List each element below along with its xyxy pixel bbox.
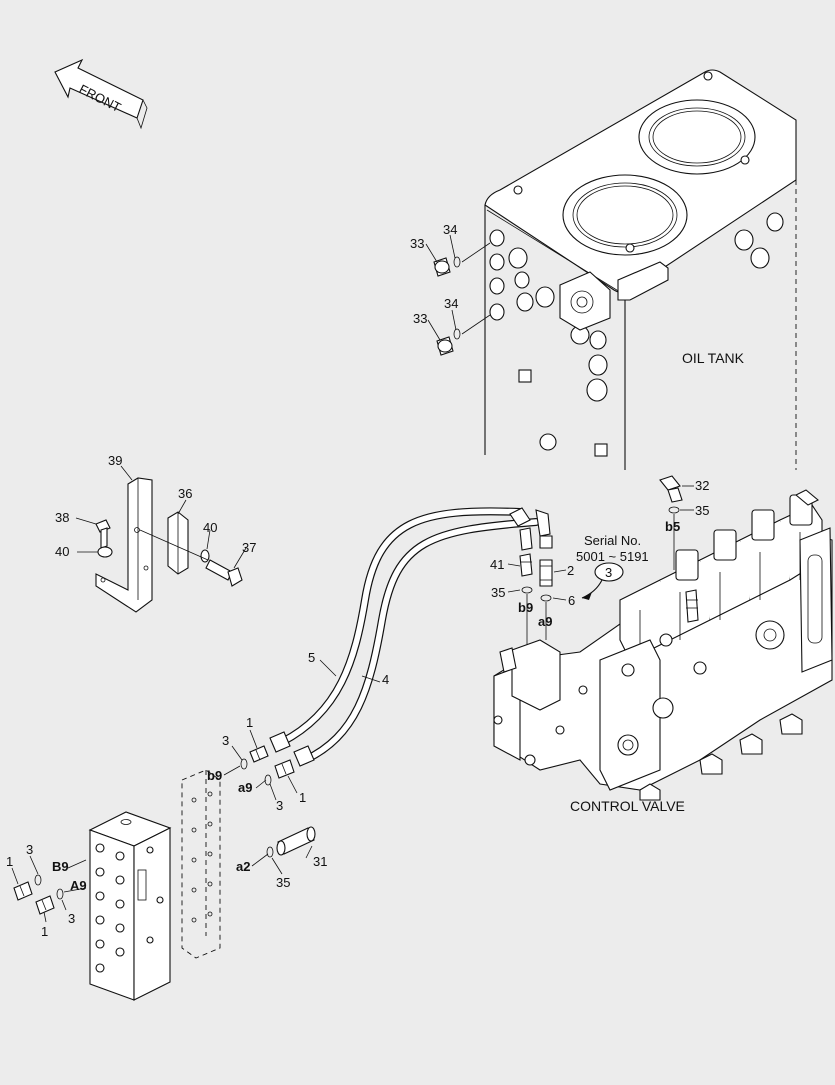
callout-4: 4 bbox=[382, 672, 389, 687]
hose-fittings-top bbox=[509, 507, 553, 551]
callout-36: 36 bbox=[178, 486, 192, 501]
callout-3-mid: 3 bbox=[276, 798, 283, 813]
callout-31: 31 bbox=[313, 854, 327, 869]
o-ring-3-lower bbox=[264, 774, 272, 786]
serial-arrow bbox=[581, 579, 603, 599]
bracket-39 bbox=[95, 477, 153, 613]
control-valve bbox=[493, 489, 833, 801]
adapter-1-left-upper bbox=[13, 881, 33, 901]
bolt-37 bbox=[205, 559, 243, 587]
callout-33-lower: 33 bbox=[413, 311, 427, 326]
o-ring-34-lower bbox=[453, 328, 461, 340]
callout-35-mid: 35 bbox=[491, 585, 505, 600]
bolt-38 bbox=[95, 519, 111, 549]
callout-3-upper: 3 bbox=[222, 733, 229, 748]
oil-tank-label: OIL TANK bbox=[682, 350, 745, 366]
o-ring-35-lower bbox=[266, 846, 274, 858]
callout-b5: b5 bbox=[665, 519, 680, 534]
callout-b9-lower: b9 bbox=[207, 768, 222, 783]
tank-ports bbox=[489, 212, 784, 457]
plug-33-lower bbox=[436, 336, 454, 356]
o-ring-35-right bbox=[668, 506, 680, 514]
elbow-fitting-32 bbox=[659, 475, 683, 503]
gasket-plate bbox=[181, 769, 221, 959]
adapter-1-lower bbox=[274, 759, 295, 779]
washer-40-left bbox=[97, 546, 113, 558]
callout-32: 32 bbox=[695, 478, 709, 493]
hose-fittings-bottom bbox=[269, 731, 315, 767]
callout-b9-top: b9 bbox=[518, 600, 533, 615]
callout-35-right: 35 bbox=[695, 503, 709, 518]
callout-33-upper: 33 bbox=[410, 236, 424, 251]
serial-range: 5001 ~ 5191 bbox=[576, 549, 649, 564]
callout-B9: B9 bbox=[52, 859, 69, 874]
serial-ref: 3 bbox=[605, 565, 612, 580]
callout-1-upper: 1 bbox=[246, 715, 253, 730]
callout-A9: A9 bbox=[70, 878, 87, 893]
callout-40-right: 40 bbox=[203, 520, 217, 535]
oil-tank: OIL TANK bbox=[484, 69, 797, 470]
callout-39: 39 bbox=[108, 453, 122, 468]
front-arrow-icon: FRONT bbox=[54, 58, 148, 130]
washer-40-right bbox=[200, 549, 210, 563]
coupling-31 bbox=[276, 826, 316, 856]
fitting-41 bbox=[519, 553, 533, 577]
callout-34-lower: 34 bbox=[444, 296, 458, 311]
callout-3-left-lower: 3 bbox=[68, 911, 75, 926]
callout-6: 6 bbox=[568, 593, 575, 608]
callout-a9-lower: a9 bbox=[238, 780, 252, 795]
fitting-2 bbox=[539, 559, 553, 587]
callout-1-left-lower: 1 bbox=[41, 924, 48, 939]
callout-a9-top: a9 bbox=[538, 614, 552, 629]
callout-40-left: 40 bbox=[55, 544, 69, 559]
serial-arrowhead bbox=[582, 592, 592, 600]
callout-35-lower: 35 bbox=[276, 875, 290, 890]
serial-ref-circle bbox=[594, 562, 624, 582]
adapter-1-upper bbox=[249, 745, 269, 763]
callout-2: 2 bbox=[567, 563, 574, 578]
o-ring-35 bbox=[521, 586, 533, 594]
o-ring-34-upper bbox=[453, 256, 461, 268]
o-ring-6 bbox=[540, 594, 552, 602]
control-valve-label: CONTROL VALVE bbox=[570, 798, 685, 814]
callout-38: 38 bbox=[55, 510, 69, 525]
callout-41: 41 bbox=[490, 557, 504, 572]
callout-3-left-upper: 3 bbox=[26, 842, 33, 857]
adapter-1-left-lower bbox=[35, 895, 55, 915]
callout-1-mid: 1 bbox=[299, 790, 306, 805]
o-ring-3-left-lower bbox=[56, 888, 64, 900]
callout-1-left-upper: 1 bbox=[6, 854, 13, 869]
callout-34-upper: 34 bbox=[443, 222, 457, 237]
clamp-36 bbox=[167, 511, 189, 575]
callout-37: 37 bbox=[242, 540, 256, 555]
o-ring-3-left-upper bbox=[34, 874, 42, 886]
hose-5 bbox=[278, 507, 524, 746]
o-ring-3-upper bbox=[240, 758, 248, 770]
callout-5: 5 bbox=[308, 650, 315, 665]
callout-a2: a2 bbox=[236, 859, 250, 874]
serial-heading: Serial No. bbox=[584, 533, 641, 548]
hose-4 bbox=[301, 518, 540, 764]
manifold-block bbox=[88, 811, 172, 1001]
plug-33-upper bbox=[433, 257, 451, 277]
